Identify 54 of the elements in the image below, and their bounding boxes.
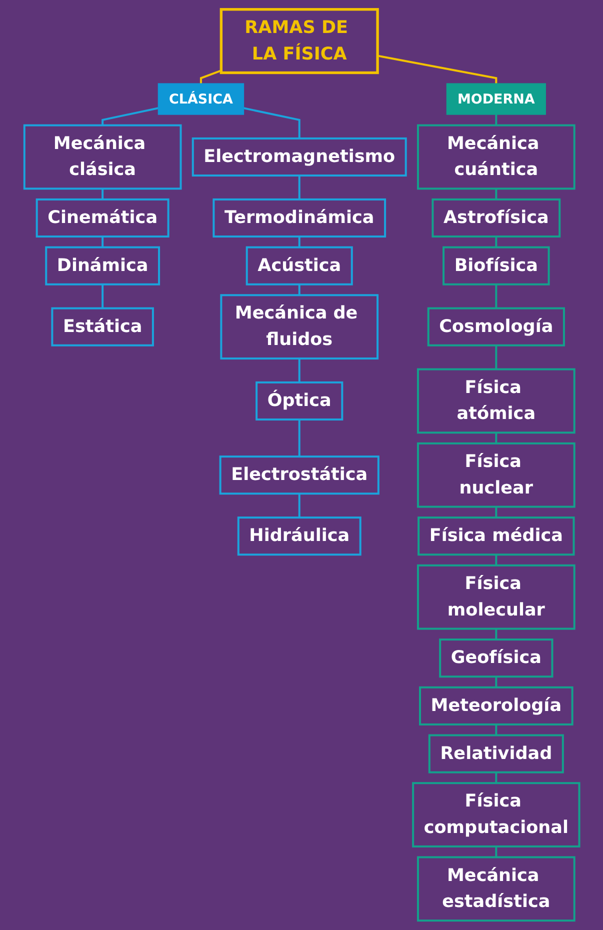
node-box <box>416 442 576 508</box>
diagram: RAMAS DE LA FÍSICA CLÁSICA MODERNA Mecánica clásica Cinemática Dinámica Estática Electromagnetismo Termodinámica Acústica Mecánica de fluidos Óptica Electrostática Hidráulica Mecánica cuántica Astrofísica Biofísica Cosmología Física atómica Física nuclear Física médica Física molecular Geofísica Meteorología Relatividad Física computacional Mecánica estadística <box>18 4 584 926</box>
connector <box>298 420 300 457</box>
node-box <box>220 8 379 74</box>
node-box <box>158 83 244 115</box>
connector <box>377 54 497 84</box>
connector <box>494 188 497 200</box>
connector <box>200 70 222 84</box>
node-box <box>427 307 565 346</box>
connector <box>101 107 158 126</box>
connector <box>494 284 497 308</box>
connector <box>494 724 497 736</box>
node-box <box>44 246 160 286</box>
connector <box>494 236 497 248</box>
node-box <box>431 198 560 238</box>
connector <box>298 176 300 200</box>
node-box <box>416 856 576 922</box>
connector <box>494 506 497 518</box>
node-box <box>218 456 380 495</box>
node-box <box>417 516 574 556</box>
connector <box>298 358 300 382</box>
connector <box>494 676 497 688</box>
connector <box>494 846 497 858</box>
connector <box>494 114 497 126</box>
node-box <box>418 686 573 726</box>
node-box <box>246 246 353 286</box>
node-box <box>416 564 576 630</box>
connector <box>494 554 497 566</box>
connector <box>298 284 300 296</box>
node-box <box>220 294 378 360</box>
node-box <box>23 124 182 190</box>
connector <box>298 494 300 518</box>
node-box <box>412 782 580 848</box>
connector <box>494 432 497 444</box>
connector <box>101 236 104 248</box>
connector <box>243 107 300 138</box>
connector <box>494 345 497 370</box>
node-box <box>50 307 154 346</box>
node-box <box>237 516 362 556</box>
node-box <box>442 246 550 286</box>
connector <box>494 772 497 784</box>
node-box <box>416 368 576 434</box>
node-box <box>36 198 169 238</box>
node-box <box>428 734 564 774</box>
node-box <box>446 83 546 115</box>
node-box <box>192 137 407 177</box>
connector <box>101 284 104 308</box>
node-box <box>416 124 576 190</box>
connector <box>101 188 104 200</box>
node-box <box>438 638 553 678</box>
node-box <box>212 198 386 238</box>
connector <box>298 236 300 248</box>
node-box <box>255 381 343 421</box>
connector <box>494 628 497 640</box>
